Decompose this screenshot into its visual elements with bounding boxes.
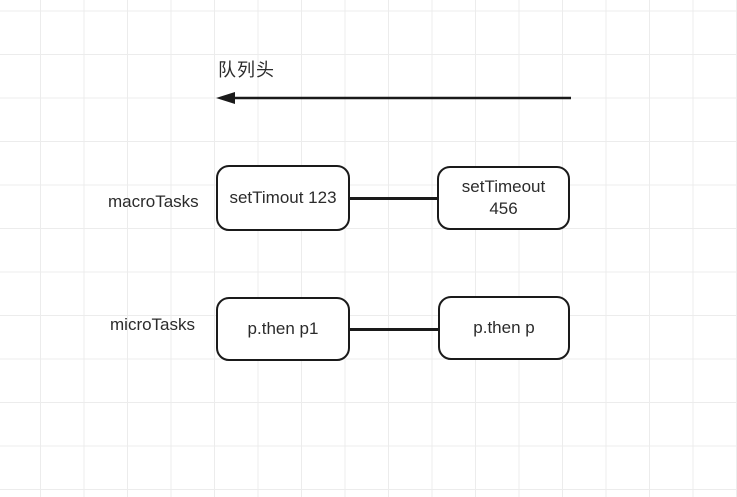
task-node-settimeout-456: setTimeout 456	[437, 166, 570, 230]
left-arrow-icon	[216, 92, 571, 104]
task-node-pthen-p: p.then p	[438, 296, 570, 360]
microtasks-row-label: microTasks	[110, 315, 196, 334]
queue-head-label: 队列头	[218, 60, 275, 80]
micro-queue-connector-line	[348, 328, 440, 331]
task-node-settimout-123: setTimout 123	[216, 165, 350, 231]
macrotasks-row-label: macroTasks	[108, 192, 199, 211]
task-node-pthen-p1: p.then p1	[216, 297, 350, 361]
macro-queue-connector-line	[348, 197, 439, 200]
